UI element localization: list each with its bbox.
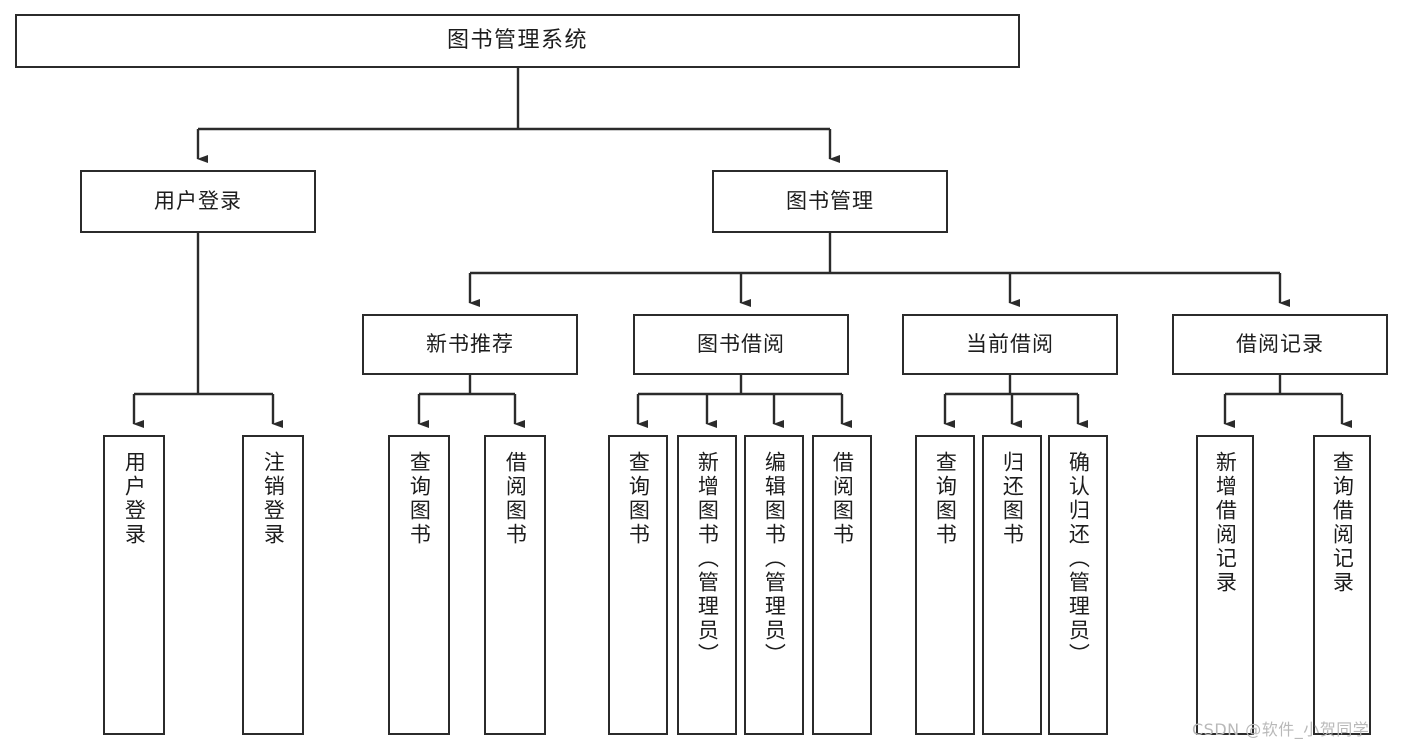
node-leaf-query-book-3[interactable]: 查询图书: [915, 435, 975, 735]
node-root[interactable]: 图书管理系统: [15, 14, 1020, 68]
node-new-book-recommend[interactable]: 新书推荐: [362, 314, 578, 375]
node-label-book-borrow: 图书借阅: [697, 332, 785, 357]
node-label-new-book-recommend: 新书推荐: [426, 332, 514, 357]
node-label-borrow-record: 借阅记录: [1236, 332, 1324, 357]
node-leaf-edit-book[interactable]: 编辑图书（管理员）: [744, 435, 804, 735]
node-label-leaf-user-logout: 注销登录: [261, 451, 286, 547]
node-leaf-query-book-1[interactable]: 查询图书: [388, 435, 450, 735]
node-label-leaf-query-record: 查询借阅记录: [1330, 451, 1355, 595]
node-leaf-user-login[interactable]: 用户登录: [103, 435, 165, 735]
node-leaf-return-book[interactable]: 归还图书: [982, 435, 1042, 735]
node-label-leaf-borrow-book-2: 借阅图书: [830, 451, 855, 547]
node-label-leaf-confirm-return: 确认归还（管理员）: [1066, 451, 1091, 667]
node-label-leaf-add-record: 新增借阅记录: [1213, 451, 1238, 595]
node-label-book-management: 图书管理: [786, 189, 874, 214]
node-label-leaf-edit-book: 编辑图书（管理员）: [762, 451, 787, 667]
node-user-login[interactable]: 用户登录: [80, 170, 316, 233]
node-label-leaf-add-book: 新增图书（管理员）: [695, 451, 720, 667]
node-label-leaf-query-book-2: 查询图书: [626, 451, 651, 547]
node-leaf-query-record[interactable]: 查询借阅记录: [1313, 435, 1371, 735]
node-leaf-query-book-2[interactable]: 查询图书: [608, 435, 668, 735]
node-label-leaf-query-book-3: 查询图书: [933, 451, 958, 547]
node-leaf-add-book[interactable]: 新增图书（管理员）: [677, 435, 737, 735]
node-leaf-borrow-book-1[interactable]: 借阅图书: [484, 435, 546, 735]
node-label-leaf-query-book-1: 查询图书: [407, 451, 432, 547]
node-label-leaf-user-login: 用户登录: [122, 451, 147, 547]
node-label-leaf-return-book: 归还图书: [1000, 451, 1025, 547]
node-leaf-add-record[interactable]: 新增借阅记录: [1196, 435, 1254, 735]
node-label-leaf-borrow-book-1: 借阅图书: [503, 451, 528, 547]
node-leaf-borrow-book-2[interactable]: 借阅图书: [812, 435, 872, 735]
node-book-management[interactable]: 图书管理: [712, 170, 948, 233]
node-label-current-borrow: 当前借阅: [966, 332, 1054, 357]
watermark-csdn: CSDN @软件_小贺同学: [1192, 720, 1370, 739]
node-book-borrow[interactable]: 图书借阅: [633, 314, 849, 375]
node-leaf-confirm-return[interactable]: 确认归还（管理员）: [1048, 435, 1108, 735]
node-borrow-record[interactable]: 借阅记录: [1172, 314, 1388, 375]
node-current-borrow[interactable]: 当前借阅: [902, 314, 1118, 375]
node-label-root: 图书管理系统: [446, 28, 588, 54]
node-leaf-user-logout[interactable]: 注销登录: [242, 435, 304, 735]
node-label-user-login: 用户登录: [154, 189, 242, 214]
